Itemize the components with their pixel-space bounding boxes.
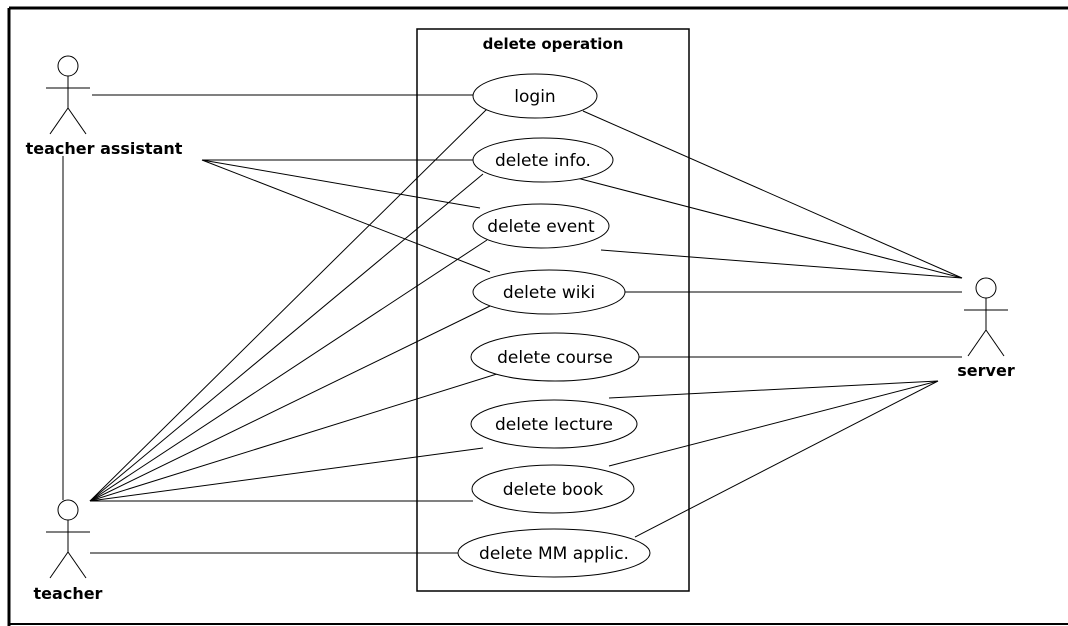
assoc-teacher-delete-wiki bbox=[89, 305, 491, 502]
use-case-ellipse bbox=[471, 464, 635, 514]
use-case-delete-course[interactable]: delete course bbox=[470, 332, 640, 382]
use-case-ellipse bbox=[472, 137, 614, 183]
assoc-teacher-delete-info bbox=[89, 173, 484, 502]
use-case-label: delete MM applic. bbox=[479, 544, 629, 564]
stick-figure-icon bbox=[964, 277, 1008, 357]
stick-figure-icon bbox=[46, 55, 90, 135]
use-case-delete-lecture[interactable]: delete lecture bbox=[470, 399, 638, 449]
actor-label: teacher assistant bbox=[26, 139, 183, 158]
use-case-ellipse bbox=[470, 332, 640, 382]
actor-label: teacher bbox=[34, 584, 103, 603]
assoc-teacher-login bbox=[89, 108, 488, 502]
use-case-ellipse bbox=[457, 528, 651, 578]
actor-teacher[interactable]: teacher bbox=[34, 499, 103, 603]
outer-frame bbox=[7, 6, 1068, 626]
use-case-ellipse bbox=[472, 269, 626, 315]
assoc-server-delete-lecture bbox=[608, 380, 939, 399]
use-case-label: delete event bbox=[487, 217, 595, 237]
boundary-title: delete operation bbox=[483, 35, 624, 53]
use-case-label: login bbox=[514, 87, 555, 107]
use-case-delete-info[interactable]: delete info. bbox=[472, 137, 614, 183]
actor-server[interactable]: server bbox=[957, 277, 1015, 380]
use-case-ellipse bbox=[472, 203, 610, 249]
use-case-label: delete book bbox=[503, 480, 604, 500]
associations bbox=[62, 94, 963, 554]
use-cases: login delete info. delete event delete w… bbox=[457, 73, 651, 578]
use-case-login[interactable]: login bbox=[472, 73, 598, 119]
assoc-server-delete-mm bbox=[634, 380, 939, 538]
use-case-delete-event[interactable]: delete event bbox=[472, 203, 610, 249]
assoc-teacher-delete-lecture bbox=[89, 447, 484, 502]
assoc-server-delete-info bbox=[576, 177, 963, 279]
use-case-ellipse bbox=[470, 399, 638, 449]
assoc-ta-delete-wiki bbox=[201, 159, 491, 273]
use-case-label: delete course bbox=[497, 348, 613, 368]
assoc-server-delete-book bbox=[608, 380, 939, 467]
use-case-label: delete info. bbox=[495, 151, 591, 171]
assoc-server-delete-event bbox=[600, 249, 963, 279]
stick-figure-icon bbox=[46, 499, 90, 579]
use-case-delete-mm-applic[interactable]: delete MM applic. bbox=[457, 528, 651, 578]
use-case-delete-wiki[interactable]: delete wiki bbox=[472, 269, 626, 315]
actor-teacher-assistant[interactable]: teacher assistant bbox=[26, 55, 183, 158]
use-case-ellipse bbox=[472, 73, 598, 119]
system-boundary: delete operation bbox=[416, 28, 690, 592]
assoc-server-login bbox=[582, 110, 963, 279]
boundary-box bbox=[416, 28, 690, 592]
assoc-ta-delete-event bbox=[201, 159, 481, 209]
assoc-teacher-delete-event bbox=[89, 239, 488, 502]
actor-label: server bbox=[957, 361, 1015, 380]
use-case-label: delete wiki bbox=[503, 283, 595, 303]
use-case-delete-book[interactable]: delete book bbox=[471, 464, 635, 514]
use-case-label: delete lecture bbox=[495, 415, 613, 435]
assoc-teacher-delete-course bbox=[89, 372, 501, 502]
